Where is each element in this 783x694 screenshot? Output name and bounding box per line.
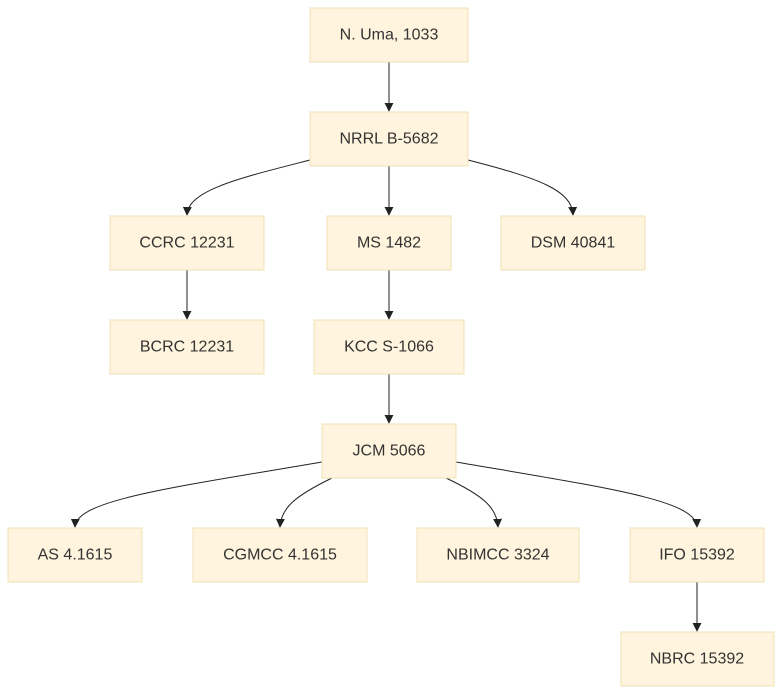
node-dsm: DSM 40841: [500, 215, 646, 271]
node-nbimcc: NBIMCC 3324: [416, 527, 580, 583]
node-ccrc: CCRC 12231: [109, 215, 265, 271]
edge-nrrl-to-ccrc: [182, 159, 311, 216]
node-n-uma: N. Uma, 1033: [309, 7, 469, 63]
node-nbrc: NBRC 15392: [620, 631, 775, 687]
node-label: NRRL B-5682: [339, 131, 438, 148]
node-as: AS 4.1615: [7, 527, 143, 583]
node-label: NBIMCC 3324: [446, 547, 549, 564]
edge-jcm-to-cgmcc: [275, 477, 333, 528]
edge-jcm-to-ifo: [455, 461, 702, 528]
node-bcrc: BCRC 12231: [109, 319, 265, 375]
node-label: IFO 15392: [659, 547, 735, 564]
edge-jcm-to-as: [70, 461, 323, 528]
node-label: KCC S-1066: [344, 339, 434, 356]
node-label: JCM 5066: [353, 443, 426, 460]
node-label: N. Uma, 1033: [340, 27, 439, 44]
edges-group: [70, 62, 702, 632]
node-label: AS 4.1615: [38, 547, 113, 564]
node-label: NBRC 15392: [650, 651, 744, 668]
node-label: CCRC 12231: [139, 235, 234, 252]
node-kcc: KCC S-1066: [313, 319, 465, 375]
node-cgmcc: CGMCC 4.1615: [192, 527, 368, 583]
node-label: BCRC 12231: [140, 339, 234, 356]
node-nrrl: NRRL B-5682: [309, 111, 469, 167]
node-label: DSM 40841: [531, 235, 616, 252]
edge-jcm-to-nbimcc: [445, 477, 503, 528]
node-jcm: JCM 5066: [321, 423, 457, 479]
node-ms: MS 1482: [326, 215, 452, 271]
node-label: MS 1482: [357, 235, 421, 252]
edge-nrrl-to-dsm: [467, 159, 578, 216]
node-ifo: IFO 15392: [629, 527, 765, 583]
nodes-group: N. Uma, 1033 NRRL B-5682 CCRC 12231 MS 1…: [7, 7, 775, 687]
node-label: CGMCC 4.1615: [223, 547, 337, 564]
